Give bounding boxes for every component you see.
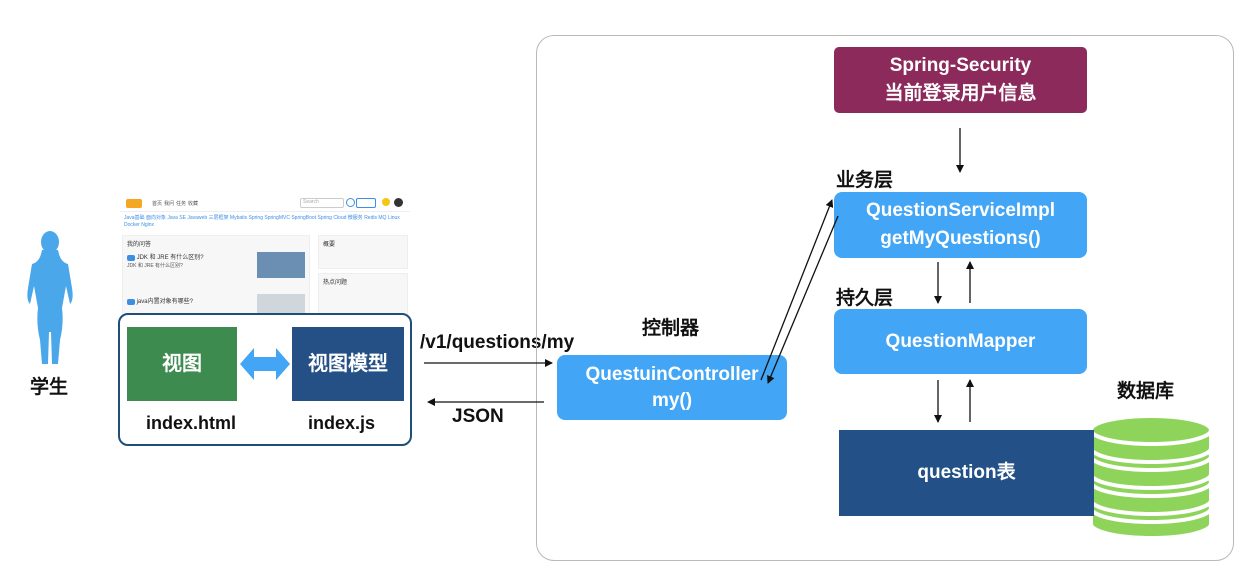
screenshot-nav-1[interactable]: 首页 [152,201,163,207]
question-thumbnail-1 [257,252,305,278]
service-to-controller-arrow [767,215,839,384]
database-icon [1089,414,1213,540]
question-item-1[interactable]: JDK 和 JRE 有什么区别? [127,252,204,261]
screenshot-tag-row: Java基础 面向对象 Java SE Javaweb 三层框架 Mybatis… [120,215,410,229]
viewmodel-file-label: index.js [308,413,376,433]
view-label: 视图 [162,353,202,375]
viewmodel-label: 视图模型 [308,353,388,375]
webpage-screenshot: 首页 我问 任务 收藏 Search Java基础 面向对象 Java SE J… [120,195,410,320]
screenshot-nav-2[interactable]: 我问 [164,201,175,207]
question-table-label: question表 [917,462,1016,483]
service-method: getMyQuestions() [880,228,1041,249]
my-questions-header: 我的问答 [127,242,152,248]
controller-method: my() [651,389,693,411]
viewmodel-box: 视图模型 [292,327,404,401]
service-layer-label: 业务层 [836,170,894,191]
summary-header: 概要 [323,242,336,248]
screenshot-search-input[interactable]: Search [300,198,344,208]
controller-name: QuestuinController [585,363,759,385]
screenshot-topbar: 首页 我问 任务 收藏 Search [120,195,410,212]
server-frame [536,35,1234,561]
question-item-2[interactable]: java内置对象有哪些? [127,296,193,305]
screenshot-nav-4[interactable]: 收藏 [188,201,199,207]
security-line2: 当前登录用户信息 [884,83,1037,104]
controller-to-service-arrow [760,199,834,381]
hot-questions-panel: 热点问题 [318,273,408,320]
tag-list: Java基础 面向对象 Java SE Javaweb 三层框架 Mybatis… [124,215,400,228]
question-sub-1: JDK 和 JRE 有什么区别? [127,263,183,269]
service-box: QuestionServiceImpl getMyQuestions() [834,192,1087,258]
security-line1: Spring-Security [889,55,1032,76]
question-tag [127,255,136,261]
binding-arrow-icon [240,348,290,380]
view-file-label: index.html [146,413,237,433]
student-icon [27,231,73,364]
student-label: 学生 [30,377,69,398]
view-box: 视图 [127,327,237,401]
question-tag [127,299,136,305]
persistence-layer-label: 持久层 [836,288,894,309]
request-url-label: /v1/questions/my [420,332,575,353]
my-questions-panel: 我的问答 JDK 和 JRE 有什么区别? JDK 和 JRE 有什么区别? j… [122,235,310,320]
security-box: Spring-Security 当前登录用户信息 [834,47,1087,113]
controller-box: QuestuinController my() [557,355,787,420]
mapper-box: QuestionMapper [834,309,1087,374]
bell-icon[interactable] [382,198,390,206]
avatar[interactable] [394,198,403,207]
question-table-box: question表 [839,430,1094,516]
database-label: 数据库 [1117,381,1175,402]
ask-button[interactable] [356,198,376,208]
mapper-name: QuestionMapper [885,330,1036,352]
screenshot-nav-3[interactable]: 任务 [176,201,187,207]
service-name: QuestionServiceImpl [865,200,1055,221]
controller-layer-label: 控制器 [642,318,700,339]
response-label: JSON [452,406,504,427]
logo-icon [126,199,142,208]
summary-panel: 概要 [318,235,408,269]
search-icon[interactable] [346,198,355,207]
hot-questions-header: 热点问题 [323,280,348,286]
